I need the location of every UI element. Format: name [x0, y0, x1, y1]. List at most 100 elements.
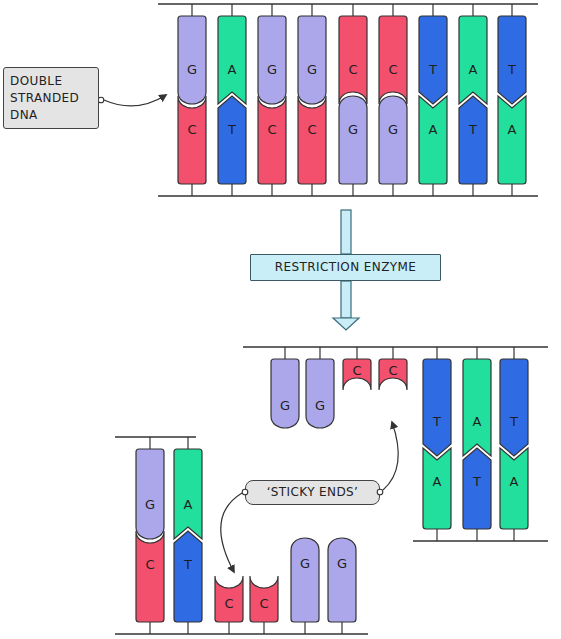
base-letter: A	[176, 496, 200, 514]
nucleotide-base	[298, 96, 326, 184]
base-letter: C	[138, 556, 162, 574]
nucleotide-base	[136, 449, 164, 539]
process-box: RESTRICTION ENZYME	[250, 254, 441, 281]
base-stick	[284, 347, 285, 359]
base-stick	[304, 622, 305, 634]
base-stick	[513, 347, 514, 359]
box-text: ‘STICKY ENDS’	[250, 484, 375, 501]
base-stick	[432, 4, 433, 16]
nucleotide-base	[379, 359, 407, 390]
dna-backbone	[158, 3, 538, 4]
nucleotide-bases	[136, 4, 528, 634]
base-stick	[472, 4, 473, 16]
nucleotide-base	[306, 359, 334, 428]
nucleotide-base	[339, 96, 367, 184]
nucleotide-base	[419, 96, 447, 184]
base-stick	[392, 347, 393, 359]
base-letter: T	[461, 121, 485, 139]
base-letter: A	[220, 61, 244, 79]
base-letter: C	[260, 121, 284, 139]
nucleotide-base	[174, 449, 202, 539]
base-stick	[231, 184, 232, 196]
base-letter: C	[252, 595, 276, 613]
dna-backbone	[243, 346, 548, 347]
nucleotide-base	[136, 531, 164, 622]
base-letter: C	[217, 595, 241, 613]
base-letter: C	[381, 61, 405, 79]
nucleotide-base	[174, 531, 202, 622]
leader-dot	[377, 489, 383, 495]
base-stick	[472, 184, 473, 196]
arrow-shaft	[341, 281, 351, 318]
nucleotide-base	[343, 359, 371, 390]
nucleotide-base	[459, 96, 487, 184]
base-stick	[476, 529, 477, 541]
base-letter: G	[180, 61, 204, 79]
base-letter: A	[465, 413, 489, 431]
base-letter: T	[421, 61, 445, 79]
leader-arrow	[104, 95, 166, 106]
base-stick	[341, 622, 342, 634]
nucleotide-base	[379, 96, 407, 184]
base-stick	[271, 4, 272, 16]
base-letter: T	[502, 413, 526, 431]
callout-box: DOUBLE STRANDED DNA	[3, 67, 99, 129]
leader-dot	[242, 489, 248, 495]
base-stick	[311, 4, 312, 16]
base-stick	[392, 4, 393, 16]
base-letter: G	[308, 397, 332, 415]
base-letter: C	[180, 121, 204, 139]
base-letter: G	[330, 555, 354, 573]
callout-box: ‘STICKY ENDS’	[245, 480, 380, 505]
base-letter: A	[421, 121, 445, 139]
base-letter: C	[341, 61, 365, 79]
base-stick	[191, 184, 192, 196]
dna-backbone	[158, 195, 538, 196]
base-letter: C	[381, 362, 405, 380]
base-letter: G	[293, 555, 317, 573]
box-text: RESTRICTION ENZYME	[255, 259, 436, 276]
nucleotide-base	[218, 96, 246, 184]
leader-arrow	[383, 422, 398, 490]
leader-dot	[98, 97, 104, 103]
base-letter: T	[220, 121, 244, 139]
base-letter: T	[500, 61, 524, 79]
base-letter: A	[461, 61, 485, 79]
base-letter: C	[345, 362, 369, 380]
base-stick	[436, 529, 437, 541]
base-letter: G	[273, 397, 297, 415]
arrow-head	[333, 318, 359, 330]
nucleotide-base	[178, 16, 206, 104]
dna-backbone	[115, 436, 196, 437]
leader-arrow	[221, 493, 242, 572]
nucleotide-base	[339, 16, 367, 104]
base-stick	[436, 347, 437, 359]
base-stick	[149, 622, 150, 634]
base-stick	[511, 184, 512, 196]
nucleotide-base	[423, 359, 451, 456]
base-letter: G	[300, 61, 324, 79]
base-letter: G	[260, 61, 284, 79]
base-letter: G	[138, 496, 162, 514]
base-stick	[187, 622, 188, 634]
base-letter: C	[300, 121, 324, 139]
base-stick	[392, 184, 393, 196]
base-stick	[319, 347, 320, 359]
base-letter: A	[425, 473, 449, 491]
base-stick	[149, 437, 150, 449]
nucleotide-base	[379, 16, 407, 104]
nucleotide-base	[463, 448, 491, 529]
base-stick	[263, 622, 264, 634]
nucleotide-base	[419, 16, 447, 104]
base-stick	[311, 184, 312, 196]
nucleotide-base	[500, 448, 528, 529]
nucleotide-base	[215, 576, 243, 622]
nucleotide-base	[291, 538, 319, 622]
arrow-shaft	[341, 210, 351, 254]
nucleotide-base	[258, 16, 286, 104]
nucleotide-base	[178, 96, 206, 184]
nucleotide-base	[271, 359, 299, 428]
